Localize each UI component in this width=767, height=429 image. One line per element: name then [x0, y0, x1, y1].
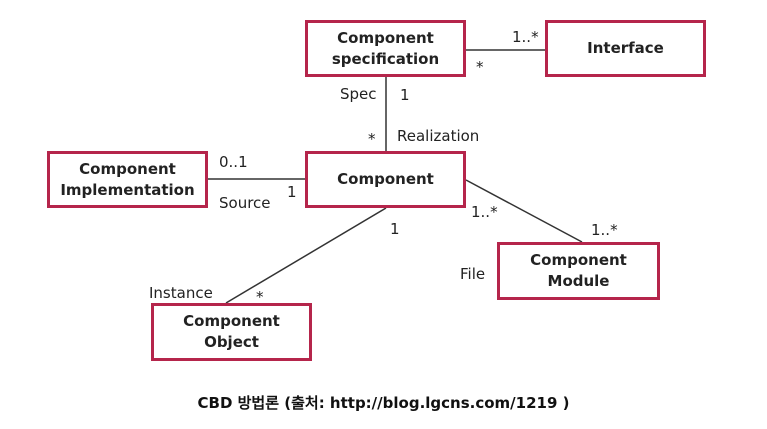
label-realization-star: * — [368, 130, 376, 148]
label-spec-interface-star: * — [476, 58, 484, 76]
box-interface: Interface — [545, 20, 706, 77]
label-spec-one: 1 — [400, 86, 410, 104]
box-component-specification: Component specification — [305, 20, 466, 77]
box-component-implementation: Component Implementation — [47, 151, 208, 208]
line-component-module — [465, 179, 583, 243]
label-realization: Realization — [397, 127, 480, 145]
figure-caption: CBD 방법론 (출처: http://blog.lgcns.com/1219 … — [197, 394, 570, 412]
label-component-module-multiplicity: 1..* — [471, 203, 498, 221]
label-spec-interface-multiplicity: 1..* — [512, 28, 539, 46]
line-component-object — [225, 207, 387, 304]
label-component-object-one: 1 — [390, 220, 400, 238]
box-component: Component — [305, 151, 466, 208]
label-module-multiplicity: 1..* — [591, 221, 618, 239]
label-file: File — [460, 265, 486, 283]
box-component-object: Component Object — [151, 303, 312, 361]
label-object-star: * — [256, 288, 264, 306]
label-instance: Instance — [149, 284, 213, 302]
label-impl-multiplicity: 0..1 — [219, 153, 248, 171]
label-spec-role: Spec — [340, 85, 377, 103]
label-source: Source — [219, 194, 271, 212]
label-impl-one: 1 — [287, 183, 297, 201]
box-component-module: Component Module — [497, 242, 660, 300]
